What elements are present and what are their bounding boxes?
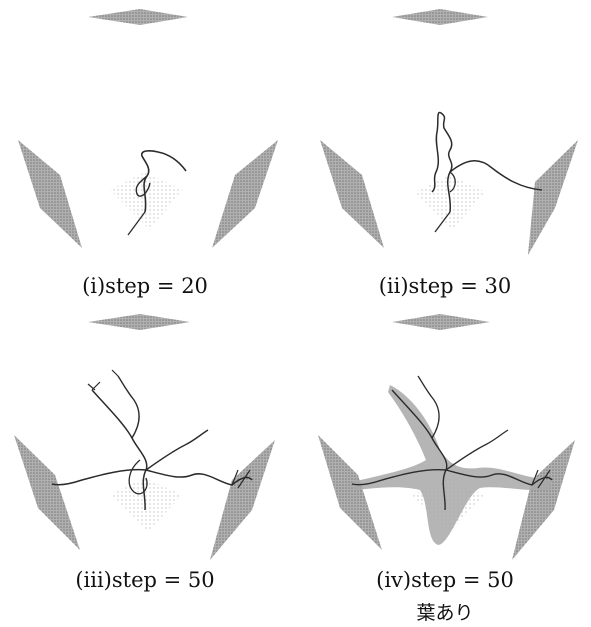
panel-4-scene (300, 310, 590, 575)
panel-1-scene (0, 0, 290, 265)
panel-step-30 (300, 0, 590, 265)
left-plate (18, 140, 82, 248)
right-plate (212, 140, 278, 248)
leaf-mass (352, 385, 550, 545)
caption-panel-4: (iv)step = 50 (300, 568, 590, 592)
panel-3-scene (0, 310, 290, 575)
top-plate (392, 9, 488, 25)
branch (446, 430, 508, 470)
branch (146, 430, 208, 470)
top-plate (88, 9, 188, 25)
caption-panel-1: (i)step = 20 (0, 274, 290, 298)
panel-step-20 (0, 0, 290, 265)
caption-panel-3: (iii)step = 50 (0, 568, 290, 592)
branch (52, 470, 146, 485)
left-plate (320, 140, 384, 248)
top-plate (88, 314, 190, 330)
left-plate (318, 435, 382, 550)
left-plate (14, 435, 80, 550)
panel-step-50 (0, 310, 290, 575)
branch (88, 370, 118, 390)
panel-2-scene (300, 0, 590, 265)
right-plate (210, 440, 275, 560)
panel-step-50-with-leaves (300, 310, 590, 575)
caption-panel-4-note: 葉あり (300, 598, 590, 625)
caption-panel-2: (ii)step = 30 (300, 274, 590, 298)
right-plate (512, 440, 575, 560)
right-plate (528, 140, 578, 255)
ground-shadow (110, 478, 182, 532)
top-plate (392, 314, 490, 330)
branch (118, 376, 139, 438)
